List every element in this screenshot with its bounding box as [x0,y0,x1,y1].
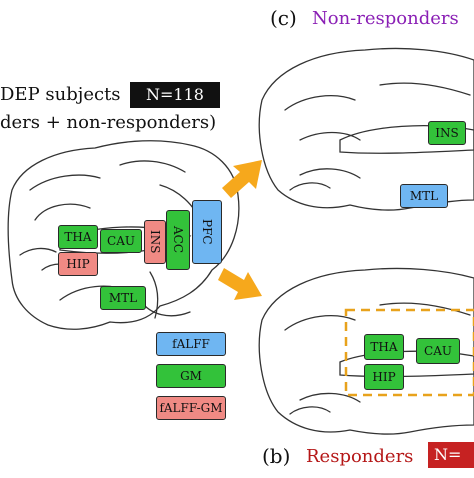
panel-a-subtitle: ders + non-responders) [0,112,217,133]
legend-falff: fALFF [156,332,226,356]
arrow-to-responders [218,268,262,300]
region-cau-left: CAU [100,229,142,253]
legend-gm: GM [156,364,226,388]
region-tha-responders: THA [364,334,404,360]
arrow-to-nonresponders [222,160,262,198]
region-hip-responders: HIP [364,364,404,390]
region-hip-left: HIP [58,252,98,276]
panel-b-count-badge: N= [428,442,474,468]
panel-b-letter: (b) [262,444,291,468]
panel-a-count-badge: N=118 [130,82,220,108]
panel-c-title: Non-responders [312,8,459,29]
region-cau-responders: CAU [416,338,460,364]
region-ins-left: INS [144,220,166,264]
region-mtl-left: MTL [100,286,146,310]
panel-c-letter: (c) [270,6,297,30]
region-ins-nonresponders: INS [428,121,466,145]
panel-a-title: DEP subjects [0,84,121,105]
region-pfc-left: PFC [192,200,222,264]
region-tha-left: THA [58,225,98,249]
region-acc-left: ACC [166,210,190,270]
panel-b-title: Responders [306,446,414,467]
highlight-box [344,308,474,397]
legend-falff-gm: fALFF-GM [156,396,226,420]
region-mtl-nonresponders: MTL [400,184,448,208]
